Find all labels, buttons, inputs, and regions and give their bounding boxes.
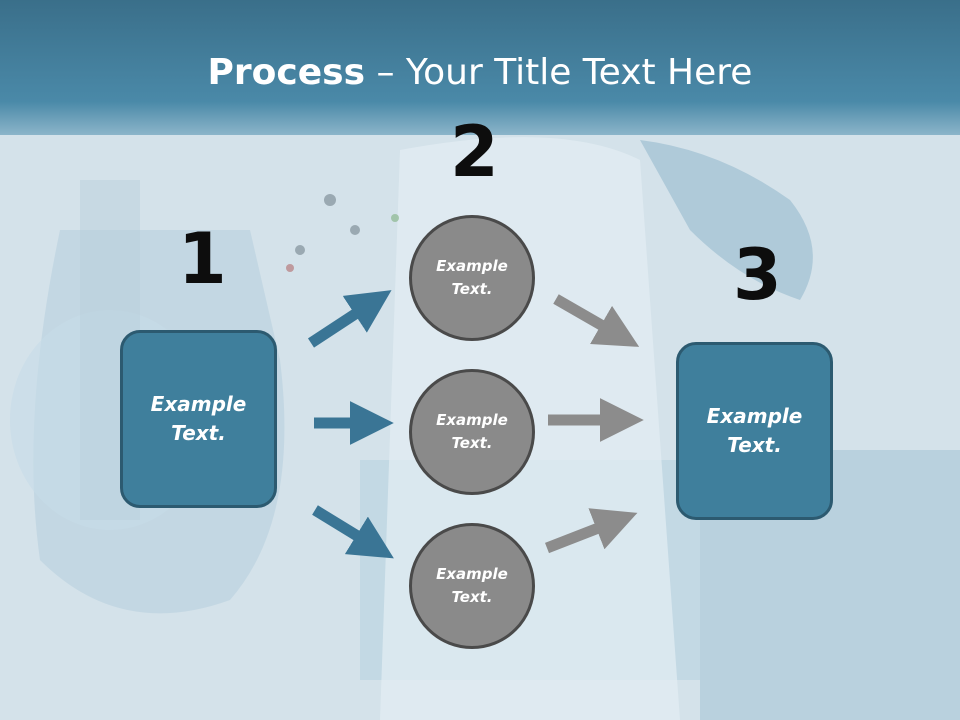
- step-number-2: 2: [450, 111, 499, 193]
- step-2-circle-bottom: Example Text.: [409, 523, 535, 649]
- step-number-3: 3: [733, 234, 782, 316]
- step-2-circle-middle: Example Text.: [409, 369, 535, 495]
- step-3-box: Example Text.: [676, 342, 833, 520]
- title-bar: [0, 0, 960, 135]
- step-number-1: 1: [178, 218, 227, 300]
- step-2-circle-top: Example Text.: [409, 215, 535, 341]
- step-1-box: Example Text.: [120, 330, 277, 508]
- slide-title: Process – Your Title Text Here: [0, 52, 960, 93]
- slide-title-bold: Process: [207, 52, 366, 93]
- slide-title-rest: – Your Title Text Here: [365, 52, 753, 93]
